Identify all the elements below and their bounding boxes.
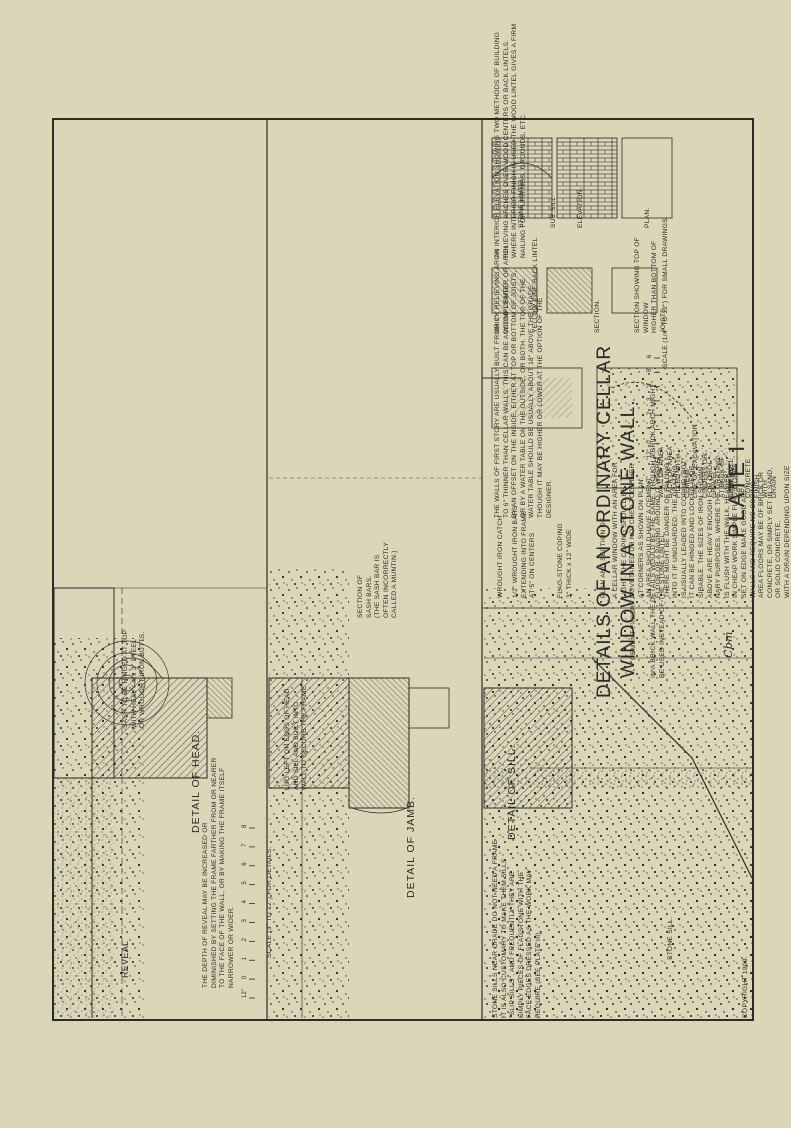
wrought-iron-label: WROUGHT IRON CATCH [497,515,504,598]
detail-jamb-label: DETAIL OF JAMB. [405,796,417,898]
head-detail-drawing [53,587,267,1018]
flagstone-label: FLAG-STONE COPING 3" THICK x 12" WIDE [557,523,573,598]
scale-details-tick-label: 12" [242,989,248,998]
plate-drawing: 12" 0 1 2 3 4 5 6 7 8 12" 0 1 2 3 4 5 6 [52,118,754,1021]
scale-details-tick-label: 8 [242,824,248,828]
jamb-detail-drawing [268,477,482,1018]
scale-details-tick-label: 5 [242,881,248,885]
elevation-label: ELEVATION. [577,187,584,228]
scale-small-tick-label: 0 [647,440,653,444]
detail-sill-label: DETAIL OF SILL. [506,744,518,840]
scale-small-tick-label: 3 [647,397,653,401]
plan-label: PLAN. [644,207,651,228]
reveal-label: REVEAL [120,940,130,978]
scale-details-tick-label: 2 [242,937,248,941]
scale-details-tick-label: 0 [242,975,248,979]
scale-details-tick-label: 7 [242,843,248,847]
scale-details-tick-label: 1 [242,956,248,960]
sill-detail-drawing [483,588,753,1018]
scale-small-tick-label: 1 [647,425,653,429]
scale-details-tick-label: 3 [242,918,248,922]
excavation-label: LINE OF EXCAVATION [692,424,699,498]
stone-sills-note: STONE SILLS NEAR GRADE DO NOT NEED A FRA… [492,839,542,1018]
title-line-1: DETAILS OF AN ORDINARY CELLAR [594,344,615,698]
scale-small-tick-label: 4 [647,383,653,387]
small-drawings [491,137,738,489]
scale-small-tick-label: 6 [647,354,653,358]
stone-sill-label: STONE SILL. [667,916,674,960]
copyright: COPYRIGHT 1909. [742,956,749,1018]
plate: 12" 0 1 2 3 4 5 6 7 8 12" 0 1 2 3 4 5 6 DETAIL OF HEAD. D… [52,24,791,1021]
detail-head-label: DETAIL OF HEAD. [190,729,202,833]
sub-sill-label: SUB SILL [550,196,557,228]
scale-small-tick-label: 5 [647,368,653,372]
subtitle: IN A BRICK WALL THE DETAILS WOULD BE THE… [650,384,666,678]
sash-section-note: SECTION OF SASH BARS. (THE SASH BAR IS O… [357,541,399,618]
scale-small-label: SCALE (1/4" TO 12") FOR SMALL DRAWINGS. [662,216,669,368]
plate-label: PLATE I. [724,435,749,538]
stone-lintel-label: STONE LINTEL. [518,175,525,228]
scale-details-label: SCALE (3" TO 12") FOR DETAILS. [266,846,273,958]
scale-details-tick-label: 6 [242,862,248,866]
scale-small-tick-label: 12" [647,449,653,458]
section-label: SECTION. [594,299,601,333]
scale-details-tick-label: 4 [242,900,248,904]
scale-bars [91,377,522,1018]
signature: Cbm [722,631,735,658]
walls-note: THE WALLS OF FIRST STORY ARE USUALLY BUI… [494,270,553,518]
plate-border [52,118,754,1021]
sash-note: SASH TO BE HINGED AT TOP WITH HEAVY 4"x … [122,629,147,728]
title-line-2: WINDOW IN A STONE WALL. [618,399,639,678]
reveal-note: THE DEPTH OF REVEAL MAY BE INCREASED OR … [202,757,235,988]
iron-bars-label: 1/2" WROUGHT IRON BARS EXTENDING INTO FR… [512,505,537,598]
lug-note: LUG LEFT ON ENDS OF HEAD AND SILL AND BU… [284,683,309,790]
scale-small-tick-label: 2 [647,411,653,415]
